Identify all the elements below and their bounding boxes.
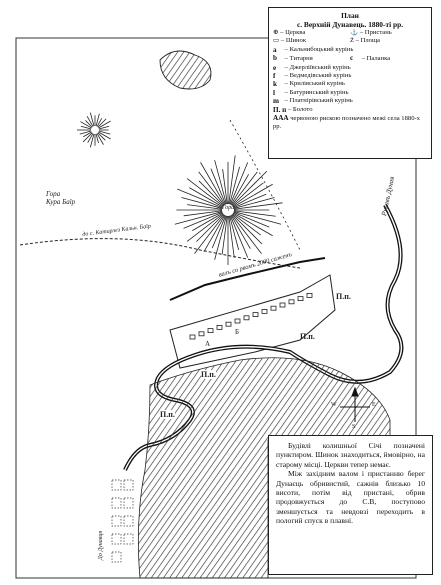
hill-starburst-small (77, 112, 111, 148)
legend-entry: k – Крилівський курінь (273, 80, 427, 88)
legend-entry: П. п – Болото (273, 106, 427, 114)
legend-entry: b – Титарня c – Паланка (273, 54, 427, 63)
legend-text: – Титарня (284, 55, 313, 63)
legend-text: – Ведмедівський курінь (284, 72, 352, 80)
legend-key: f (273, 72, 276, 81)
legend-square: Ž – Площа (350, 37, 380, 45)
legend-entry: AAA червоною рискою позначено межі села … (273, 114, 427, 132)
legend-subtitle: с. Верхній Дунавець. 1880-ті рр. (296, 20, 404, 29)
former-sich-buildings (111, 479, 134, 563)
legend-text: – Батуринський курінь (284, 88, 349, 96)
compass-west: W (331, 402, 337, 408)
map-legend: План с. Верхній Дунавець. 1880-ті рр. ⊕ … (268, 7, 432, 159)
legend-entry: e – Джерліївський курінь (273, 64, 427, 72)
compass-east: E (372, 402, 376, 408)
legend-key: П. п (273, 105, 287, 114)
label-marsh-1: П.п. (336, 292, 351, 301)
legend-text: – Джерліївський курінь (284, 63, 351, 71)
note-paragraph-2: Між західним валом і пристанню берег Дун… (276, 469, 425, 526)
legend-title: План (341, 11, 359, 20)
legend-entry: l – Батуринський курінь (273, 89, 427, 97)
legend-key: m (273, 97, 279, 106)
settlement-area (169, 274, 336, 369)
label-hill-kura: Гора Кура Баїр (46, 190, 76, 206)
legend-key: l (273, 88, 275, 97)
settlement-houses (189, 292, 313, 340)
legend-entry: m – Платнірівський курінь (273, 97, 427, 105)
legend-entry: a – Кальнибоцький курінь (273, 46, 427, 54)
label-bottom: До Дунавця (98, 530, 104, 560)
legend-symbol-row: ⊕ – Церква ⚓ – Пристань (273, 29, 427, 37)
label-hill-center: Гора (222, 205, 235, 211)
label-marsh-2: П.п. (300, 332, 315, 341)
map-note: Будівлі колишньої Січі позначені пунктир… (268, 435, 433, 575)
legend-key: c (350, 54, 354, 63)
legend-text: червоною рискою позначено межі села 1880… (273, 115, 420, 131)
compass-south: S (352, 424, 356, 430)
marsh-area (137, 357, 391, 579)
label-site-b: Б (235, 328, 240, 336)
rampart-line (169, 257, 326, 301)
legend-text: – Болото (287, 105, 313, 113)
legend-text: – Крилівський курінь (284, 80, 345, 88)
legend-key: a (273, 45, 277, 54)
legend-text: – Платнірівський курінь (284, 97, 353, 105)
legend-key: e (273, 63, 277, 72)
legend-text: – Кальнибоцький курінь (284, 45, 354, 53)
legend-pier: ⚓ – Пристань (350, 29, 392, 36)
legend-text: – Паланка (361, 55, 391, 63)
legend-key: AAA (273, 114, 289, 123)
legend-key: b (273, 54, 277, 63)
label-site-a: А (205, 340, 211, 348)
legend-entry: f – Ведмедівський курінь (273, 72, 427, 80)
legend-key: k (273, 80, 277, 89)
legend-symbol-row: ▭ – Шинок Ž – Площа (273, 37, 427, 45)
label-marsh-4: П.п. (160, 410, 175, 419)
road-north (229, 119, 301, 251)
legend-tavern: ▭ – Шинок (273, 37, 307, 45)
hill-starburst-large (174, 155, 283, 265)
hill-kura-bair (159, 50, 212, 90)
compass (340, 386, 370, 422)
road-to-village (19, 238, 301, 269)
note-paragraph-1: Будівлі колишньої Січі позначені пунктир… (276, 441, 425, 469)
label-marsh-3: П.п. (201, 370, 216, 379)
legend-church: ⊕ – Церква (273, 29, 306, 36)
